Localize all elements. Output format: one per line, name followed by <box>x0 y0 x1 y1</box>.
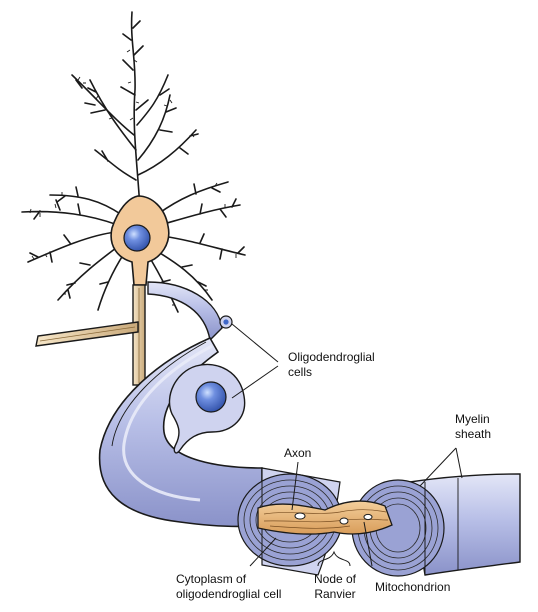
axon-initial-segment <box>132 284 146 386</box>
oligodendroglial-nucleus <box>195 381 227 413</box>
label-oligodendroglial-line1: Oligodendroglial <box>288 350 375 364</box>
label-cytoplasm-line2: oligodendroglial cell <box>176 587 282 601</box>
mitochondrion-marks <box>294 512 373 525</box>
dendrite-tree <box>21 11 246 313</box>
myelin-process-upper <box>147 281 223 342</box>
label-node-line1: Node of <box>313 572 357 586</box>
label-mitochondrion: Mitochondrion <box>375 580 450 595</box>
axon-core <box>257 500 393 535</box>
leader-lines <box>231 323 463 567</box>
oligodendroglial-cell-small <box>219 315 233 329</box>
label-axon: Axon <box>284 446 311 461</box>
label-cytoplasm: Cytoplasm of oligodendroglial cell <box>176 572 281 602</box>
label-axon-text: Axon <box>284 446 312 460</box>
label-myelin-line1: Myelin <box>455 412 490 426</box>
axon-collateral <box>35 321 139 347</box>
dendritic-spines <box>29 49 237 306</box>
label-mitochondrion-text: Mitochondrion <box>375 580 451 594</box>
label-node-of-ranvier: Node of Ranvier <box>312 572 358 602</box>
label-myelin-sheath: Myelin sheath <box>455 412 491 442</box>
label-cytoplasm-line1: Cytoplasm of <box>176 572 247 586</box>
label-node-line2: Ranvier <box>314 587 356 601</box>
label-oligodendroglial-cells: Oligodendroglial cells <box>288 350 375 380</box>
label-myelin-line2: sheath <box>455 427 492 441</box>
neuron-nucleus <box>123 224 151 252</box>
label-oligodendroglial-line2: cells <box>288 365 313 379</box>
